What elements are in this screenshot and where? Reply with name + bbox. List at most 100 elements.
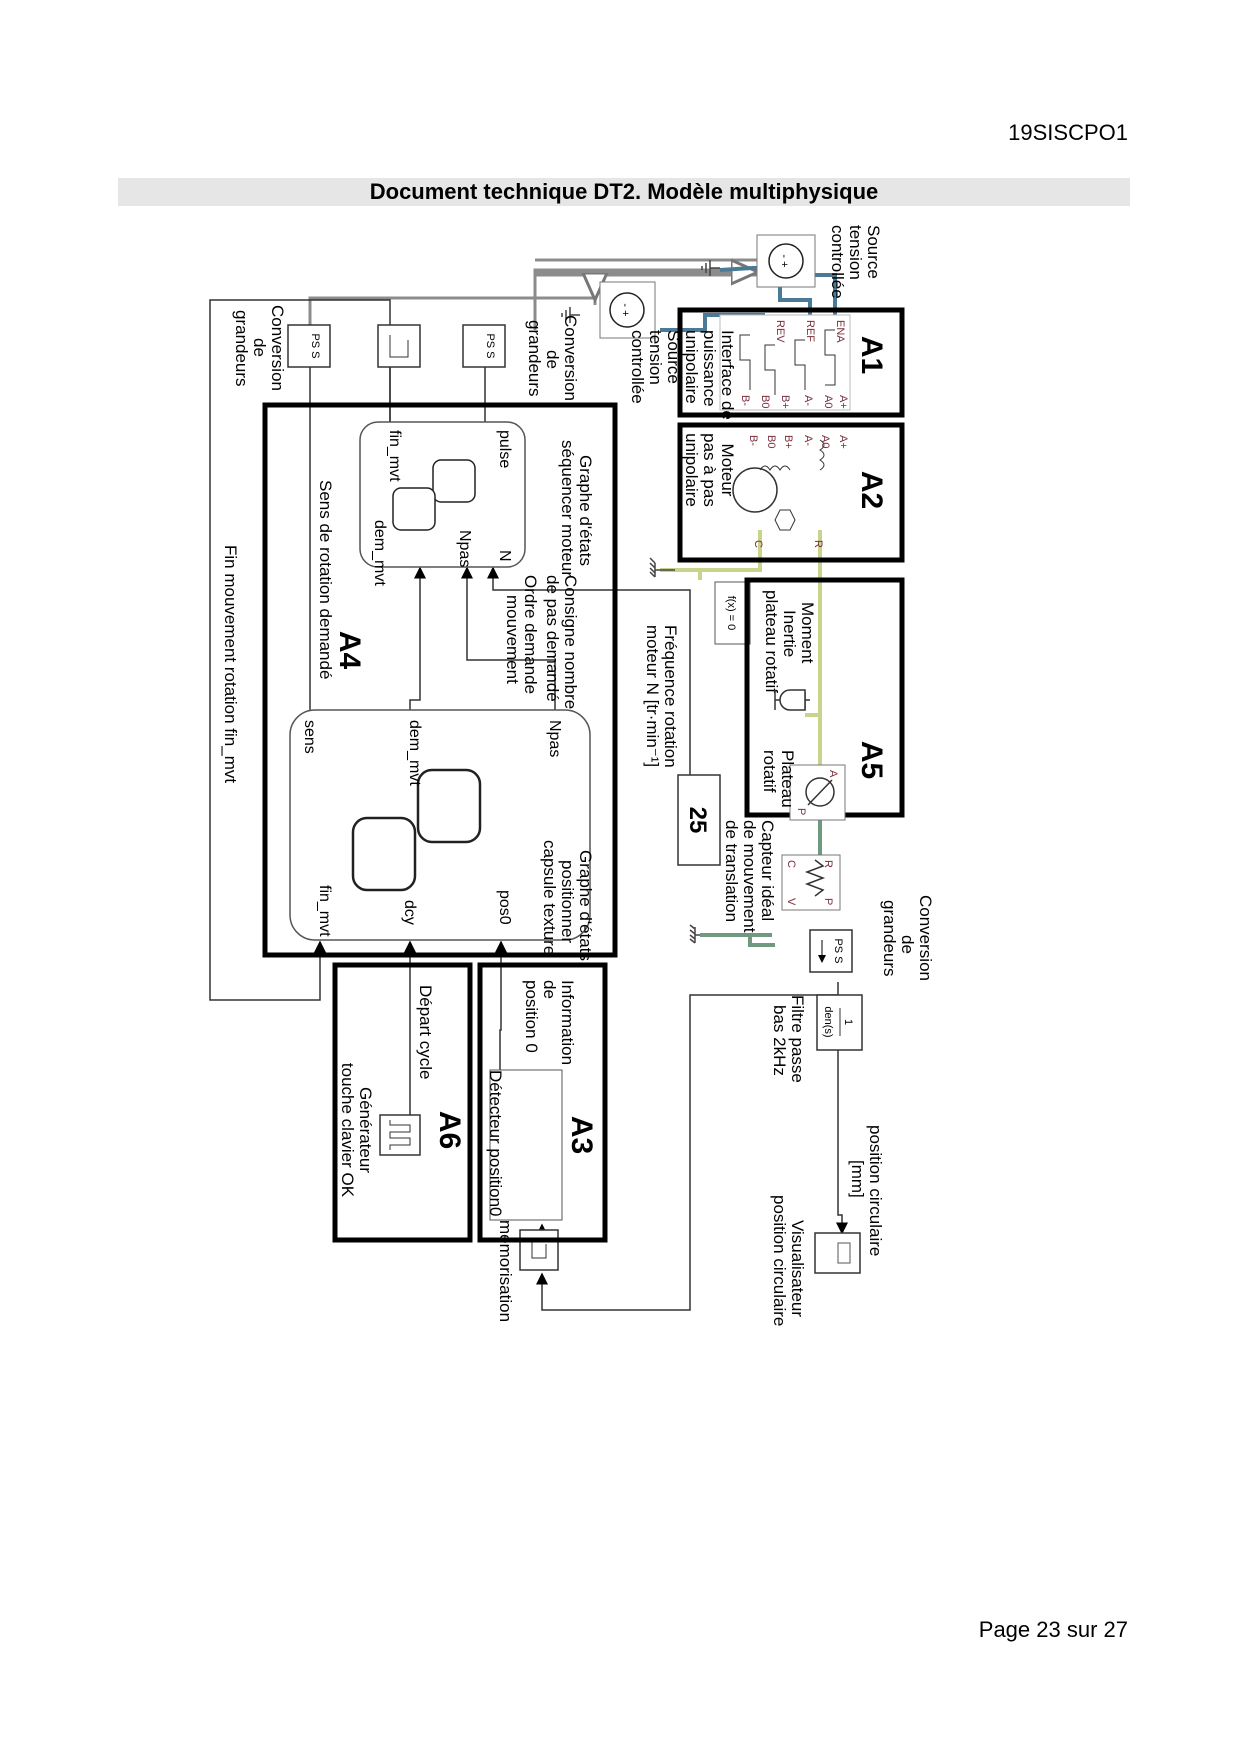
svg-text:de mouvement: de mouvement: [740, 820, 759, 933]
port-pulse: pulse: [496, 430, 513, 468]
svg-text:A0: A0: [819, 435, 831, 448]
svg-text:1: 1: [842, 1019, 854, 1025]
sens-label: Sens de rotation demandé: [316, 480, 335, 679]
low-pass-filter-block[interactable]: 1 den(s): [816, 994, 863, 1051]
ps-simulink-converter-2[interactable]: PS S: [462, 324, 506, 368]
svg-text:Visualisateur: Visualisateur: [788, 1220, 807, 1317]
power-interface-block[interactable]: ENA REF REV A+ A0 A- B+ B0 B-: [719, 314, 851, 411]
sequencer-state-chart[interactable]: pulse fin_mvt N Npas dem_mvt: [359, 421, 526, 586]
svg-text:séquencer moteur: séquencer moteur: [558, 440, 577, 577]
page-title: Document technique DT2. Modèle multiphys…: [369, 179, 879, 204]
svg-text:Plateau: Plateau: [778, 750, 797, 808]
svg-text:PS S: PS S: [832, 938, 844, 963]
ordre-label: Ordre demande mouvement: [503, 575, 540, 694]
subsystem-a5-tag: A5: [855, 741, 888, 779]
controlled-voltage-source-1[interactable]: - +: [756, 234, 816, 288]
port-npas: Npas: [546, 720, 563, 757]
port-sens: sens: [301, 720, 318, 754]
memorisation-label: mémorisation: [496, 1220, 515, 1322]
svg-text:P: P: [795, 808, 807, 815]
svg-text:[mm]: [mm]: [848, 1160, 867, 1198]
svg-text:Graphe d'états: Graphe d'états: [576, 850, 595, 961]
svg-text:B-: B-: [747, 435, 759, 446]
scope-label: Visualisateur position circulaire: [770, 1195, 807, 1326]
fin-mvt-label: Fin mouvement rotation fin_mvt: [221, 545, 240, 783]
controlled-voltage-source-2[interactable]: - +: [599, 281, 656, 339]
svg-text:mouvement: mouvement: [503, 595, 522, 684]
position-detector-label: Détecteur position0: [486, 1070, 505, 1216]
svg-text:Graphe d'états: Graphe d'états: [576, 455, 595, 566]
source-1-label: Source tension controllée: [828, 225, 883, 299]
svg-text:Filtre passe: Filtre passe: [788, 995, 807, 1083]
svg-text:de pas demandé: de pas demandé: [543, 575, 562, 702]
rotary-plate-block[interactable]: A P: [789, 764, 846, 821]
a2-label: Moteur pas à pas unipolaire: [682, 433, 737, 507]
ideal-translational-motion-sensor[interactable]: R C P V: [781, 854, 841, 911]
title-band: [118, 178, 1130, 206]
svg-text:A0: A0: [822, 395, 834, 408]
svg-text:P: P: [822, 898, 834, 905]
svg-text:plateau rotatif: plateau rotatif: [762, 590, 781, 693]
svg-text:B-: B-: [739, 395, 751, 406]
svg-text:puissance: puissance: [700, 330, 719, 407]
svg-text:REV: REV: [774, 320, 786, 343]
svg-text:f(x) = 0: f(x) = 0: [725, 596, 737, 631]
svg-text:position 0: position 0: [522, 980, 541, 1053]
position-detector-block[interactable]: [489, 1069, 563, 1221]
svg-text:ENA: ENA: [834, 320, 846, 343]
svg-text:unipolaire: unipolaire: [682, 433, 701, 507]
ps-converter-2-label: Conversion de grandeurs: [525, 315, 580, 401]
a1-label: Interface de puissance unipolaire: [682, 330, 737, 420]
svg-text:Consigne nombre: Consigne nombre: [561, 575, 580, 709]
svg-text:Inertie: Inertie: [780, 610, 799, 657]
svg-text:Conversion: Conversion: [561, 315, 580, 401]
svg-text:A-: A-: [802, 395, 814, 406]
svg-text:positionner: positionner: [558, 860, 577, 944]
svg-text:A-: A-: [802, 435, 814, 446]
ps-converter-1-label: Conversion de grandeurs: [232, 305, 287, 391]
svg-text:Ordre demande: Ordre demande: [521, 575, 540, 694]
svg-text:de: de: [543, 350, 562, 369]
frequency-signal-label: Fréquence rotation moteur N [tr·min⁻¹]: [643, 625, 680, 768]
positioner-state-chart[interactable]: Npas dem_mvt sens pos0 dcy fin_mvt: [289, 709, 591, 941]
subsystem-a6-frame: [332, 962, 473, 1243]
subsystem-a2-frame: [677, 422, 905, 563]
svg-text:den(s): den(s): [822, 1006, 834, 1037]
svg-text:PS S: PS S: [484, 333, 496, 358]
memory-block[interactable]: [377, 324, 421, 368]
svg-text:PS S: PS S: [309, 333, 321, 358]
depart-cycle-label: Départ cycle: [416, 985, 435, 1079]
solver-configuration-block[interactable]: f(x) = 0: [714, 581, 751, 645]
subsystem-a6-tag: A6: [433, 1111, 466, 1149]
scope-block[interactable]: [814, 1232, 861, 1274]
keyboard-pulse-generator-block[interactable]: [379, 1114, 421, 1156]
subsystem-a3-frame: [477, 962, 608, 1243]
info-pos0-label: Information de position 0: [522, 980, 577, 1065]
ps-converter-3-label: Conversion de grandeurs: [880, 895, 935, 981]
constant-block[interactable]: 25: [677, 774, 721, 866]
sensor-label: Capteur idéal de mouvement de translatio…: [722, 820, 777, 933]
svg-text:grandeurs: grandeurs: [525, 320, 544, 397]
svg-text:moteur N [tr·min⁻¹]: moteur N [tr·min⁻¹]: [643, 625, 662, 767]
source-polarity: - +: [778, 254, 790, 267]
inertia-block[interactable]: [774, 689, 810, 711]
mechanical-reference-icon: [689, 924, 700, 944]
ps-simulink-converter-3[interactable]: PS S: [809, 929, 853, 973]
svg-text:rotatif: rotatif: [760, 750, 779, 793]
svg-text:R: R: [812, 540, 824, 548]
filter-label: Filtre passe bas 2kHz: [770, 995, 807, 1083]
svg-text:A+: A+: [837, 395, 849, 409]
memorisation-block[interactable]: [519, 1229, 559, 1271]
port-npas: Npas: [456, 530, 473, 567]
generator-label: Générateur touche clavier OK: [338, 1063, 375, 1198]
svg-text:A+: A+: [837, 435, 849, 449]
svg-text:de: de: [540, 980, 559, 999]
stepper-motor-block[interactable]: A+ A0 A- B+ B0 B- R C: [732, 435, 849, 548]
ps-simulink-converter-1[interactable]: PS S: [287, 324, 331, 368]
svg-text:touche clavier OK: touche clavier OK: [338, 1063, 357, 1198]
svg-text:Interface de: Interface de: [718, 330, 737, 420]
svg-text:C: C: [752, 540, 764, 548]
svg-text:Source: Source: [864, 225, 883, 279]
svg-text:bas 2kHz: bas 2kHz: [770, 1005, 789, 1076]
